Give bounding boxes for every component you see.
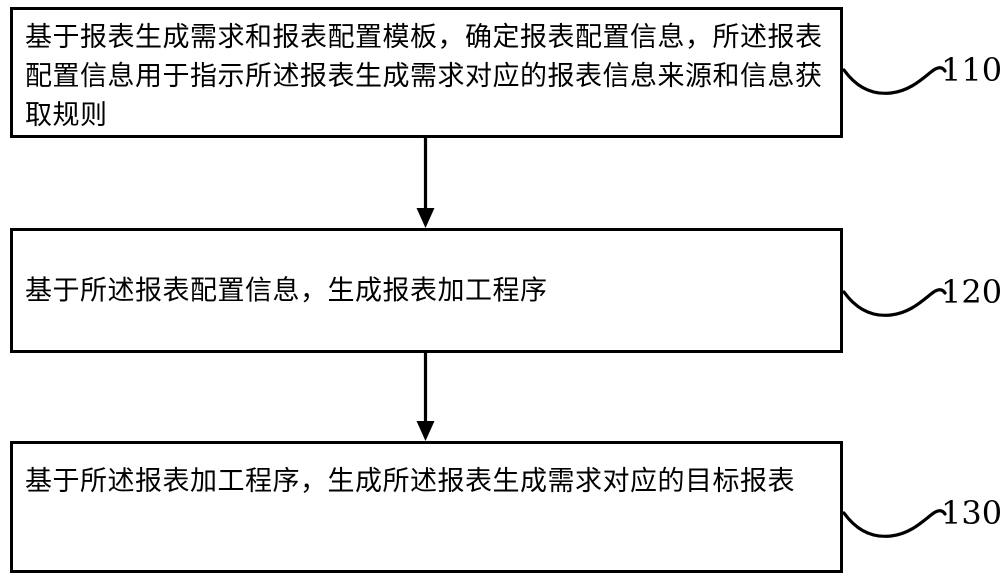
callout-110: 110 xyxy=(842,40,1000,110)
callout-120: 120 xyxy=(842,262,1000,332)
connector-110-to-120 xyxy=(410,138,442,229)
process-box-120-text: 基于所述报表配置信息，生成报表加工程序 xyxy=(25,275,548,306)
process-box-120: 基于所述报表配置信息，生成报表加工程序 xyxy=(10,228,843,353)
process-box-110-text: 基于报表生成需求和报表配置模板，确定报表配置信息，所述报表配置信息用于指示所述报… xyxy=(25,22,823,131)
callout-120-leader-line xyxy=(842,288,947,317)
process-box-130: 基于所述报表加工程序，生成所述报表生成需求对应的目标报表 xyxy=(10,441,843,573)
callout-130: 130 xyxy=(842,483,1000,553)
process-box-110: 基于报表生成需求和报表配置模板，确定报表配置信息，所述报表配置信息用于指示所述报… xyxy=(10,7,843,138)
process-box-130-text: 基于所述报表加工程序，生成所述报表生成需求对应的目标报表 xyxy=(25,466,795,497)
connector-120-to-130 xyxy=(410,352,442,442)
down-arrow-icon xyxy=(416,138,435,228)
callout-110-leader-line xyxy=(842,66,947,95)
callout-120-label: 120 xyxy=(941,273,1000,311)
callout-130-leader-line xyxy=(842,509,947,538)
down-arrow-icon xyxy=(416,352,435,441)
callout-130-label: 130 xyxy=(941,494,1000,532)
callout-110-label: 110 xyxy=(941,51,1000,89)
